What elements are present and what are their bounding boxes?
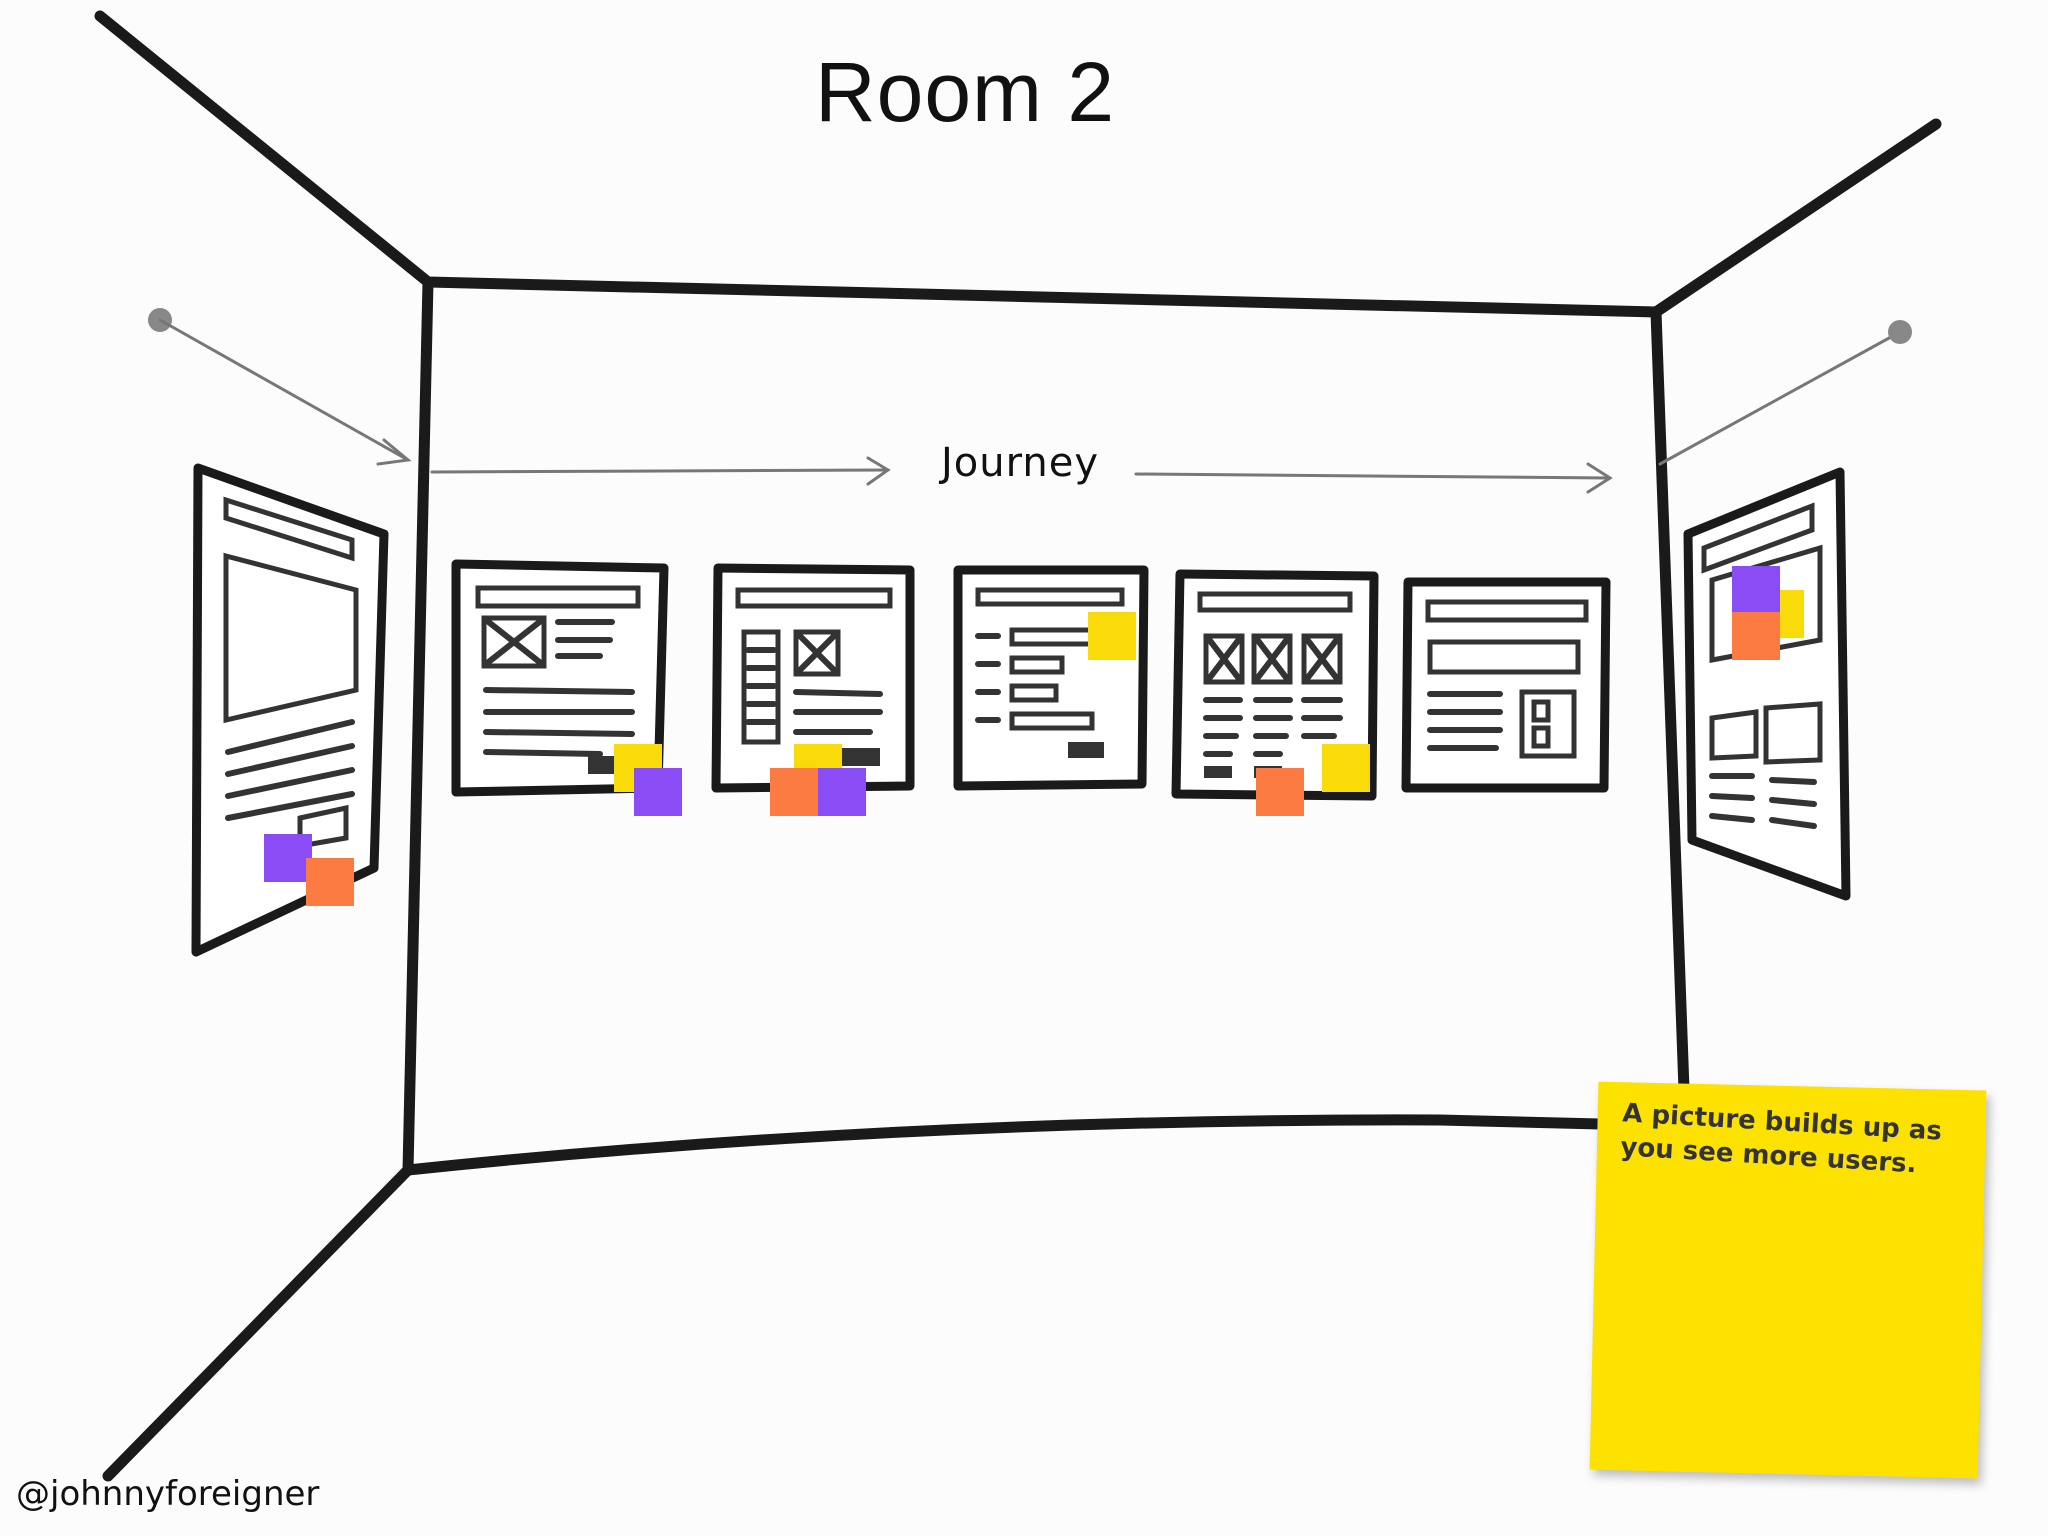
wireframe-2 <box>711 563 915 793</box>
author-credit: @johnnyforeigner <box>16 1474 320 1514</box>
wireframe-left-wall <box>191 463 389 957</box>
wireframe-4 <box>1171 569 1379 801</box>
wireframe-5 <box>1401 577 1611 793</box>
dot-purple <box>264 834 312 882</box>
feedback-dots <box>264 566 1804 906</box>
dot-yellow <box>1088 612 1136 660</box>
wireframe-1 <box>451 559 669 797</box>
dot-orange <box>306 858 354 906</box>
journey-label: Journey <box>941 440 1099 486</box>
journey-arrows <box>148 308 1912 494</box>
sticky-note-text: A picture builds up as you see more user… <box>1619 1098 1943 1180</box>
room-walls <box>94 10 1942 1482</box>
page-title: Room 2 <box>814 45 1116 139</box>
dot-purple <box>1732 566 1780 614</box>
sticky-note: A picture builds up as you see more user… <box>1589 1081 1987 1479</box>
wireframe-3 <box>953 565 1149 791</box>
dot-orange <box>1256 768 1304 816</box>
dot-purple <box>634 768 682 816</box>
pin-right <box>1888 320 1912 344</box>
dot-yellow <box>1322 744 1370 792</box>
dot-purple <box>818 768 866 816</box>
wireframe-right-wall <box>1683 467 1851 901</box>
dot-orange <box>770 768 818 816</box>
dot-orange <box>1732 612 1780 660</box>
